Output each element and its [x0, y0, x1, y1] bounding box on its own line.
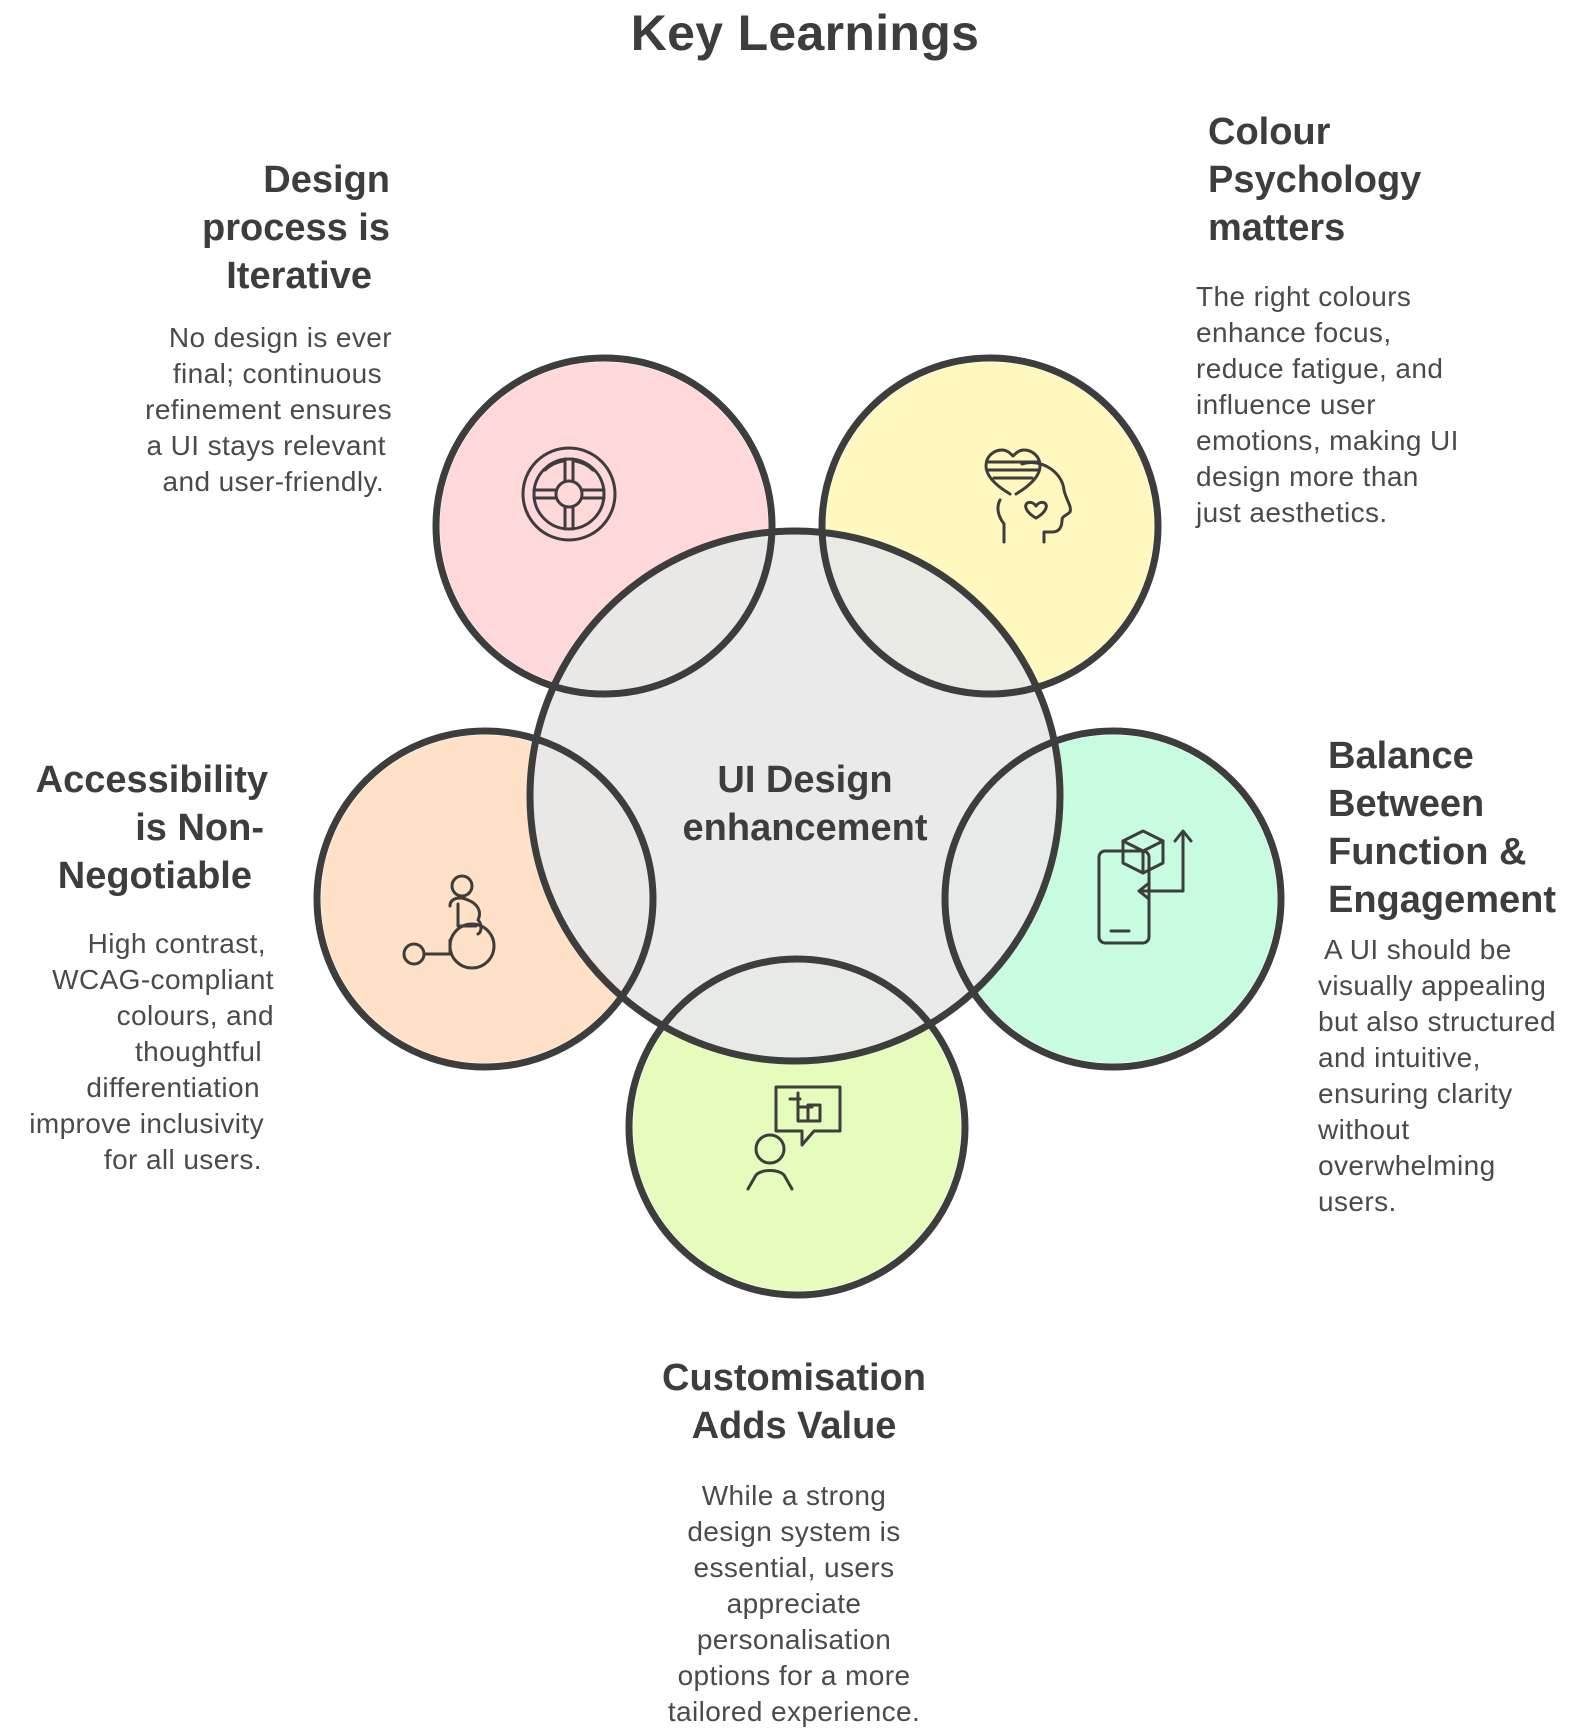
title-line: Accessibility	[35, 759, 268, 801]
desc-line: essential, users	[693, 1552, 895, 1583]
title-line: Function &	[1328, 831, 1527, 873]
desc-line: colours, and	[116, 1000, 274, 1031]
title-line: Balance	[1328, 735, 1474, 777]
petal-outline-colour	[818, 354, 1162, 698]
user-speech-icon	[746, 1085, 842, 1191]
wheelchair-icon	[402, 874, 496, 970]
desc-line: WCAG-compliant	[52, 964, 274, 995]
desc-line: While a strong	[701, 1480, 887, 1511]
desc-line: tailored experience.	[667, 1696, 921, 1727]
petal-title-iterative: Design process is Iterative	[150, 156, 390, 300]
title-line: matters	[1208, 207, 1346, 249]
desc-line: improve inclusivity	[29, 1108, 264, 1139]
desc-line: but also structured	[1318, 1006, 1556, 1037]
title-line: Adds Value	[691, 1405, 897, 1447]
desc-line: appreciate	[726, 1588, 862, 1619]
petal-title-colour: Colour Psychology matters	[1208, 108, 1508, 252]
desc-line: design system is	[687, 1516, 901, 1547]
desc-line: The right colours	[1196, 281, 1412, 312]
desc-line: A UI should be	[1324, 934, 1512, 965]
desc-line: influence user	[1196, 389, 1376, 420]
heart-head-icon	[984, 448, 1072, 544]
petal-outline-custom	[625, 955, 969, 1299]
desc-line: options for a more	[677, 1660, 911, 1691]
desc-line: High contrast,	[87, 928, 266, 959]
petal-outline-balance	[941, 727, 1285, 1071]
desc-line: without	[1318, 1114, 1410, 1145]
desc-line: thoughtful	[135, 1036, 262, 1067]
center-label-line1: UI Design	[717, 759, 893, 801]
desc-line: overwhelming	[1318, 1150, 1496, 1181]
title-line: Customisation	[662, 1357, 926, 1399]
desc-line: final; continuous	[172, 358, 382, 389]
desc-line: a UI stays relevant	[146, 430, 386, 461]
center-label: UI Design enhancement	[640, 756, 970, 852]
desc-line: users.	[1318, 1186, 1397, 1217]
center-label-line2: enhancement	[682, 807, 928, 849]
desc-line: enhance focus,	[1196, 317, 1392, 348]
petal-outline-access	[313, 727, 657, 1071]
desc-line: visually appealing	[1318, 970, 1547, 1001]
petal-desc-balance: A UI should be visually appealing but al…	[1318, 932, 1586, 1220]
desc-line: and intuitive,	[1318, 1042, 1481, 1073]
desc-line: personalisation	[696, 1624, 892, 1655]
center-fill	[533, 534, 1057, 1058]
petal-desc-colour: The right colours enhance focus, reduce …	[1196, 279, 1526, 531]
petal-desc-iterative: No design is ever final; continuous refi…	[90, 320, 392, 500]
petal-title-access: Accessibility is Non- Negotiable	[4, 756, 268, 900]
desc-line: and user-friendly.	[162, 466, 384, 497]
diagram-title: Key Learnings	[630, 5, 980, 61]
title-line: Colour	[1208, 111, 1331, 153]
center-outline	[526, 527, 1064, 1065]
petal-title-balance: Balance Between Function & Engagement	[1328, 732, 1586, 924]
title-line: Psychology	[1208, 159, 1422, 201]
desc-line: emotions, making UI	[1196, 425, 1459, 456]
petal-desc-custom: While a strong design system is essentia…	[634, 1478, 954, 1730]
desc-line: just aesthetics.	[1196, 497, 1388, 528]
desc-line: refinement ensures	[145, 394, 392, 425]
title-line: Iterative	[226, 255, 372, 297]
desc-line: reduce fatigue, and	[1196, 353, 1444, 384]
title-line: Negotiable	[57, 855, 252, 897]
desc-line: No design is ever	[168, 322, 392, 353]
title-line: Engagement	[1328, 879, 1557, 921]
title-line: Between	[1328, 783, 1485, 825]
desc-line: for all users.	[103, 1144, 262, 1175]
title-line: Design	[263, 159, 390, 201]
petal-desc-access: High contrast, WCAG-compliant colours, a…	[0, 926, 274, 1178]
desc-line: differentiation	[86, 1072, 260, 1103]
desc-line: ensuring clarity	[1318, 1078, 1513, 1109]
mobile-cube-icon	[1097, 829, 1193, 945]
desc-line: design more than	[1196, 461, 1419, 492]
title-line: is Non-	[135, 807, 264, 849]
target-icon	[521, 446, 617, 542]
petal-outline-iterative	[432, 354, 776, 698]
petal-title-custom: Customisation Adds Value	[614, 1354, 974, 1450]
title-line: process is	[202, 207, 390, 249]
